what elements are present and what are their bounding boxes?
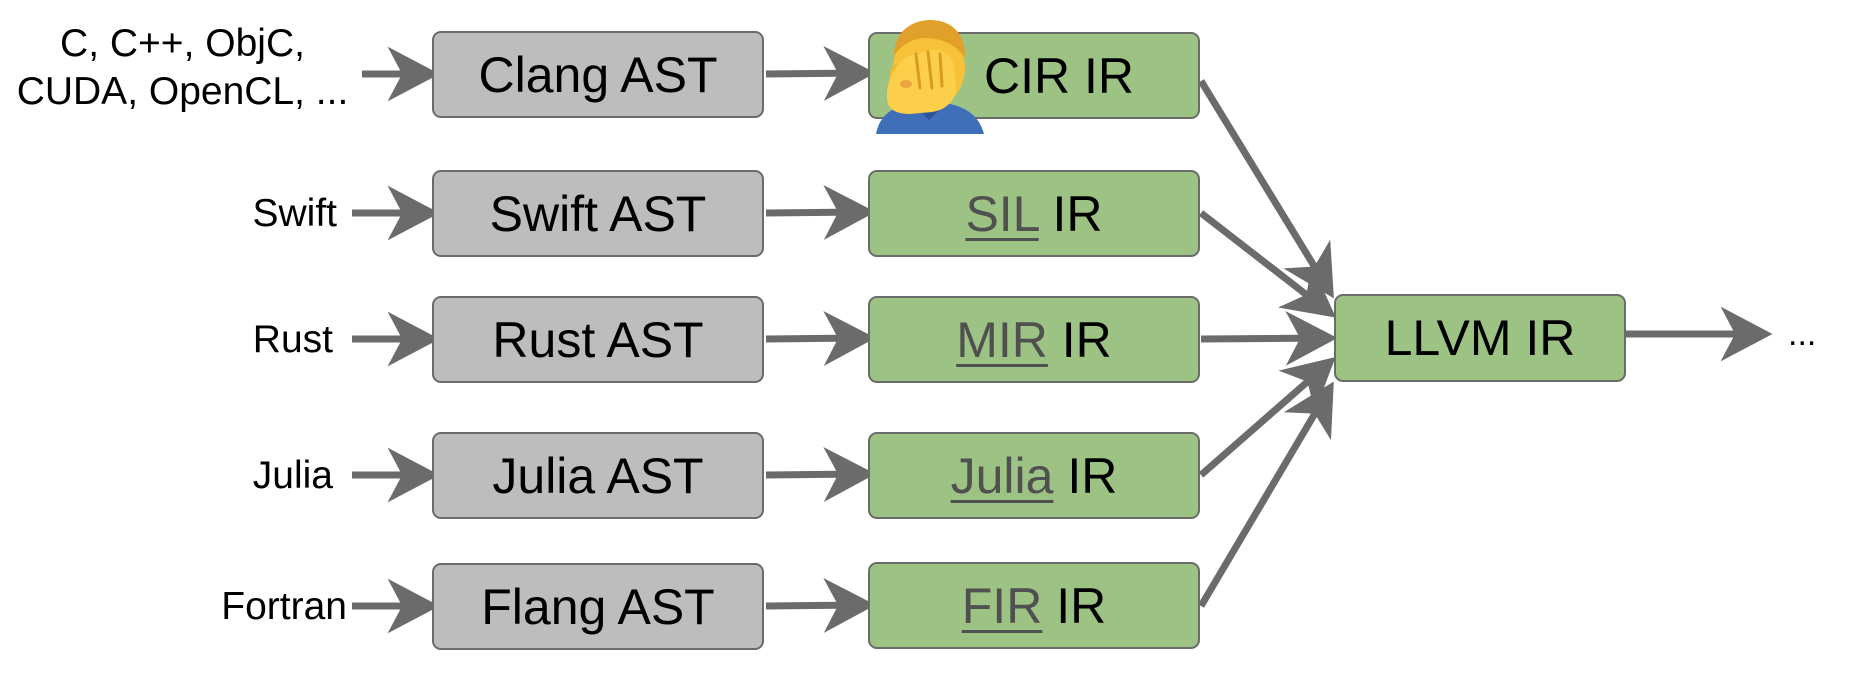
- arrow-ast-to-ir-1-line: [765, 208, 839, 217]
- source-language-julia: Julia: [180, 452, 333, 500]
- arrow-lang-to-ast-3-head: [387, 447, 440, 503]
- source-language-rust: Rust: [180, 316, 333, 364]
- arrow-ast-to-ir-1-head: [823, 185, 876, 240]
- arrow-julia-to-llvm-head: [1278, 357, 1336, 412]
- ir-link[interactable]: Julia: [950, 447, 1054, 504]
- arrow-lang-to-ast-2-head: [387, 311, 440, 367]
- lang-line: C, C++, ObjC,: [60, 22, 305, 65]
- ir-label: CIR IR: [984, 47, 1134, 104]
- arrow-ast-to-ir-4-line: [765, 601, 839, 610]
- ir-link[interactable]: MIR: [956, 311, 1048, 368]
- ir-box-mir: MIR IR: [868, 296, 1200, 383]
- ir-label: IR: [1047, 311, 1112, 368]
- ir-link[interactable]: SIL: [965, 185, 1039, 242]
- arrow-julia-to-llvm-line: [1198, 379, 1310, 478]
- llvm-ir-label: LLVM IR: [1384, 310, 1576, 366]
- ast-box-clang: Clang AST: [432, 31, 764, 118]
- arrow-ast-to-ir-0-line: [765, 69, 839, 78]
- arrow-ast-to-ir-0-head: [823, 46, 876, 101]
- arrow-mir-to-llvm-line: [1200, 334, 1301, 343]
- arrow-ast-to-ir-3-line: [765, 470, 839, 479]
- ast-label: Swift AST: [489, 185, 707, 242]
- arrow-ast-to-ir-2-line: [765, 334, 839, 343]
- trailing-ellipsis: ...: [1788, 315, 1817, 353]
- ast-box-swift: Swift AST: [432, 170, 764, 257]
- source-language-swift: Swift: [180, 190, 337, 238]
- facepalm-emoji-icon: [876, 20, 984, 134]
- arrow-fir-to-llvm-head: [1283, 381, 1334, 441]
- source-language-c-family: C, C++, ObjC, CUDA, OpenCL, ...: [10, 20, 355, 116]
- ir-label: IR: [1038, 185, 1103, 242]
- lang-line: Julia: [252, 454, 333, 497]
- llvm-ir-box: LLVM IR: [1334, 294, 1626, 382]
- ir-label: IR: [1053, 447, 1118, 504]
- ir-label: IR: [1042, 577, 1107, 634]
- arrow-llvm-to-tail-head: [1720, 306, 1773, 362]
- ir-box-julia: Julia IR: [868, 432, 1200, 519]
- source-language-fortran: Fortran: [160, 583, 347, 631]
- ast-label: Rust AST: [492, 311, 704, 368]
- arrow-sil-to-llvm-line: [1198, 210, 1309, 298]
- arrow-lang-to-ast-4-head: [387, 578, 440, 634]
- arrow-sil-to-llvm-head: [1278, 264, 1336, 318]
- lang-line: CUDA, OpenCL, ...: [16, 70, 349, 113]
- ir-box-fir: FIR IR: [868, 562, 1200, 649]
- ast-label: Julia AST: [492, 447, 704, 504]
- arrow-lang-to-ast-0-head: [387, 46, 440, 102]
- lang-line: Swift: [252, 192, 337, 235]
- arrow-ast-to-ir-2-head: [823, 311, 876, 366]
- arrow-mir-to-llvm-head: [1285, 310, 1338, 366]
- ast-box-julia: Julia AST: [432, 432, 764, 519]
- arrow-ast-to-ir-3-head: [823, 447, 876, 502]
- arrow-lang-to-ast-1-head: [387, 185, 440, 241]
- ast-label: Clang AST: [478, 46, 718, 103]
- lang-line: Fortran: [221, 585, 347, 628]
- arrow-ast-to-ir-4-head: [823, 578, 876, 633]
- ast-label: Flang AST: [481, 578, 715, 635]
- ast-box-rust: Rust AST: [432, 296, 764, 383]
- arrow-fir-to-llvm-line: [1197, 412, 1318, 608]
- arrow-cir-to-llvm-line: [1198, 79, 1318, 269]
- lang-line: Rust: [252, 318, 333, 361]
- ir-link[interactable]: FIR: [961, 577, 1043, 634]
- ast-box-flang: Flang AST: [432, 563, 764, 650]
- ir-box-sil: SIL IR: [868, 170, 1200, 257]
